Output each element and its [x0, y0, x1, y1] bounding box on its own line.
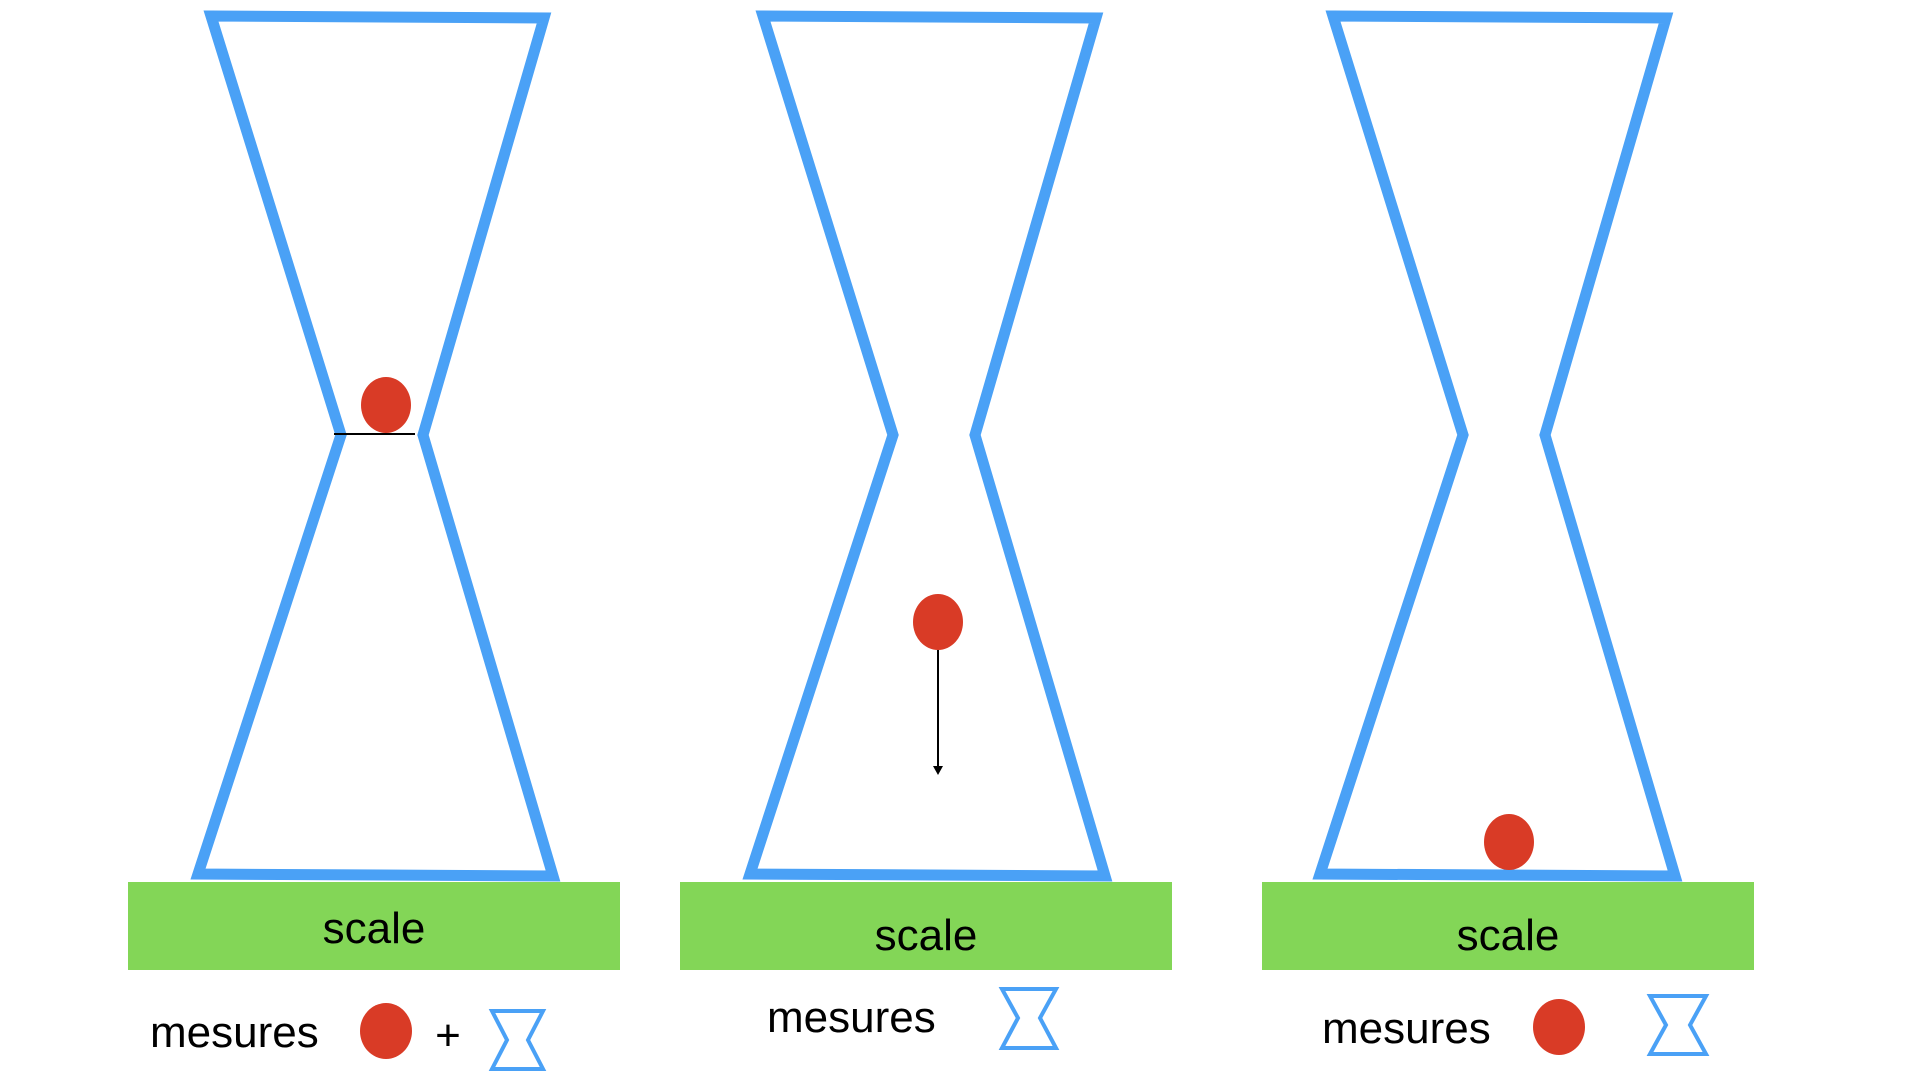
legend-hourglass-icon: [1646, 994, 1710, 1056]
ball: [361, 377, 411, 433]
hourglass-container: [190, 10, 561, 882]
scale-label: scale: [875, 911, 978, 960]
hourglass-container: [742, 10, 1113, 882]
legend-ball-icon: [1533, 999, 1585, 1055]
ball: [913, 594, 963, 650]
scale-platform: [680, 882, 1172, 970]
scale-label: scale: [1457, 911, 1560, 960]
scale-label: scale: [323, 904, 426, 953]
hourglass-container: [1312, 10, 1683, 882]
legend-text: mesures: [150, 1008, 319, 1057]
fall-arrow-head: [933, 766, 943, 775]
legend-hourglass-icon: [488, 1009, 547, 1071]
panel-3: scale mesures: [1262, 10, 1754, 1056]
panel-2: scale mesures: [680, 10, 1172, 1050]
legend-text: mesures: [1322, 1004, 1491, 1053]
legend-hourglass-icon: [998, 987, 1060, 1050]
scale-platform: [128, 882, 620, 970]
scale-platform: [1262, 882, 1754, 970]
legend-text: mesures: [767, 993, 936, 1042]
panel-1: scale mesures +: [128, 10, 620, 1071]
legend-ball-icon: [360, 1003, 412, 1059]
legend-plus: +: [435, 1011, 461, 1060]
ball: [1484, 814, 1534, 870]
